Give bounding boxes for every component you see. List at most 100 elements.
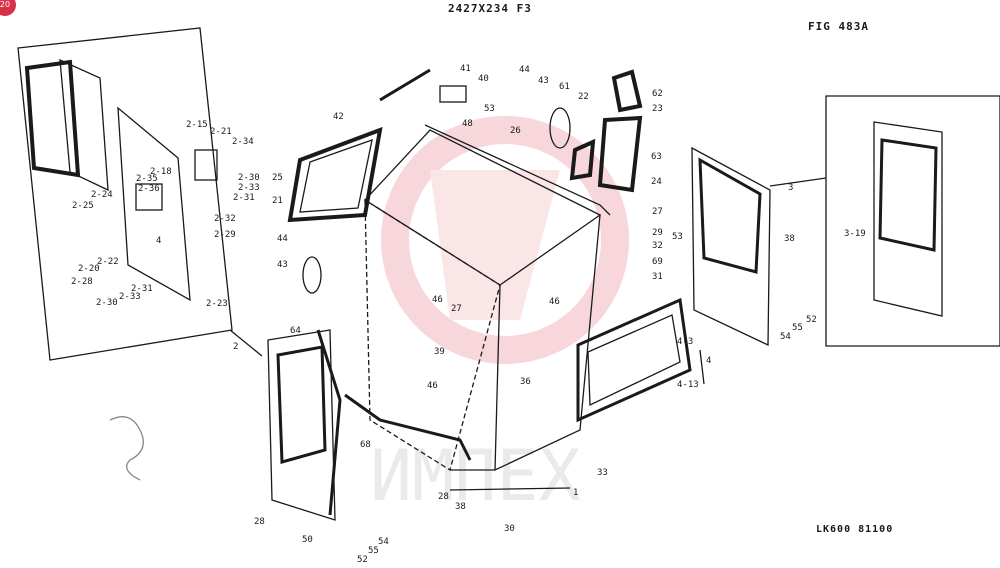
label: 2-24: [91, 190, 113, 200]
front-glass-seal: [287, 126, 383, 223]
label: 41: [460, 64, 471, 74]
drawing-code: 2427X234 F3: [448, 2, 532, 15]
label: 2-32: [214, 214, 236, 224]
leader-3: [769, 177, 827, 187]
label: 4: [156, 236, 161, 246]
cab-sill-seal: [344, 393, 472, 461]
watermark-text: ИМПЕХ: [370, 435, 581, 517]
door-3-window: [698, 157, 762, 274]
label: 2-20: [78, 264, 100, 274]
leader-2: [229, 329, 263, 357]
door-3-detail-window: [878, 138, 938, 252]
label: 31: [652, 272, 663, 282]
label: 29: [652, 228, 663, 238]
label: 2-29: [214, 230, 236, 240]
label: 2-28: [71, 277, 93, 287]
label: 2-31: [233, 193, 255, 203]
wiper-motor: [439, 85, 467, 103]
window-22: [569, 138, 596, 181]
label: 2: [233, 342, 238, 352]
door-2: [267, 329, 336, 521]
cab-side-frame: [494, 214, 601, 472]
label: 46: [427, 381, 438, 391]
label: 28: [254, 517, 265, 527]
label: 69: [652, 257, 663, 267]
label: 23: [652, 104, 663, 114]
window-63-seal: [597, 115, 643, 193]
label: 36: [520, 377, 531, 387]
label: 2-35: [136, 174, 158, 184]
label: 24: [651, 177, 662, 187]
callout-labels: 41 40 44 43 61 22 62 23 53 42 48 26 63 2…: [71, 64, 866, 565]
door-detail-glass: [59, 58, 109, 192]
label: 54: [378, 537, 389, 547]
label: 2-22: [97, 257, 119, 267]
label: 38: [455, 502, 466, 512]
figure-number: FIG 483A: [808, 20, 869, 33]
side-window-4: [576, 297, 692, 423]
door-detail-glass-seal: [24, 59, 81, 178]
label: 2-34: [232, 137, 254, 147]
label: 27: [652, 207, 663, 217]
label: 44: [519, 65, 530, 75]
door-detail-frame: [17, 27, 233, 361]
label: 63: [651, 152, 662, 162]
label: 43: [538, 76, 549, 86]
label: 44: [277, 234, 288, 244]
label: 53: [484, 104, 495, 114]
door-detail-lock: [135, 183, 163, 211]
label: 2-25: [72, 201, 94, 211]
label: 3-19: [844, 229, 866, 239]
label: 62: [652, 89, 663, 99]
label: 2-18: [150, 167, 172, 177]
label: 55: [368, 546, 379, 556]
label: 21: [272, 196, 283, 206]
label: 52: [806, 315, 817, 325]
model-code: LK600 81100: [816, 524, 894, 535]
label: 50: [302, 535, 313, 545]
label: 32: [652, 241, 663, 251]
door-3: [691, 146, 771, 347]
label: 40: [478, 74, 489, 84]
label: 2-33: [119, 292, 141, 302]
label: 28: [438, 492, 449, 502]
page-badge: 20: [0, 0, 16, 16]
label: 2-31: [131, 284, 153, 294]
door-detail-door: [117, 106, 191, 302]
label: 46: [549, 297, 560, 307]
hand-sketch: [109, 416, 144, 481]
label: 39: [434, 347, 445, 357]
leader-1: [449, 487, 571, 491]
label: 2-36: [138, 184, 160, 194]
label: 25: [272, 173, 283, 183]
mirror-61: [549, 107, 571, 149]
bracket-4: [699, 349, 705, 385]
label: 2-21: [210, 127, 232, 137]
label: 53: [672, 232, 683, 242]
label: 2-30: [96, 298, 118, 308]
label: 48: [462, 119, 473, 129]
label: 46: [432, 295, 443, 305]
label: 1: [573, 488, 578, 498]
label: 43: [277, 260, 288, 270]
label: 2-23: [206, 299, 228, 309]
label: 64: [290, 326, 301, 336]
label: 27: [451, 304, 462, 314]
label: 3: [788, 183, 793, 193]
label: 26: [510, 126, 521, 136]
cab-roof-edge: [424, 124, 611, 216]
label: 2-15: [186, 120, 208, 130]
door-2-seal-64: [316, 329, 342, 516]
mirror-43: [302, 256, 322, 294]
label: 4: [706, 356, 711, 366]
label: 55: [792, 323, 803, 333]
label: 68: [360, 440, 371, 450]
door-2-window: [276, 345, 327, 464]
label: 22: [578, 92, 589, 102]
door-3-detail-door: [873, 121, 943, 317]
side-window-4-glass: [587, 314, 681, 407]
label: 2-30: [238, 173, 260, 183]
door-detail-hinge-plate: [194, 149, 218, 181]
window-62-seal: [611, 69, 643, 113]
